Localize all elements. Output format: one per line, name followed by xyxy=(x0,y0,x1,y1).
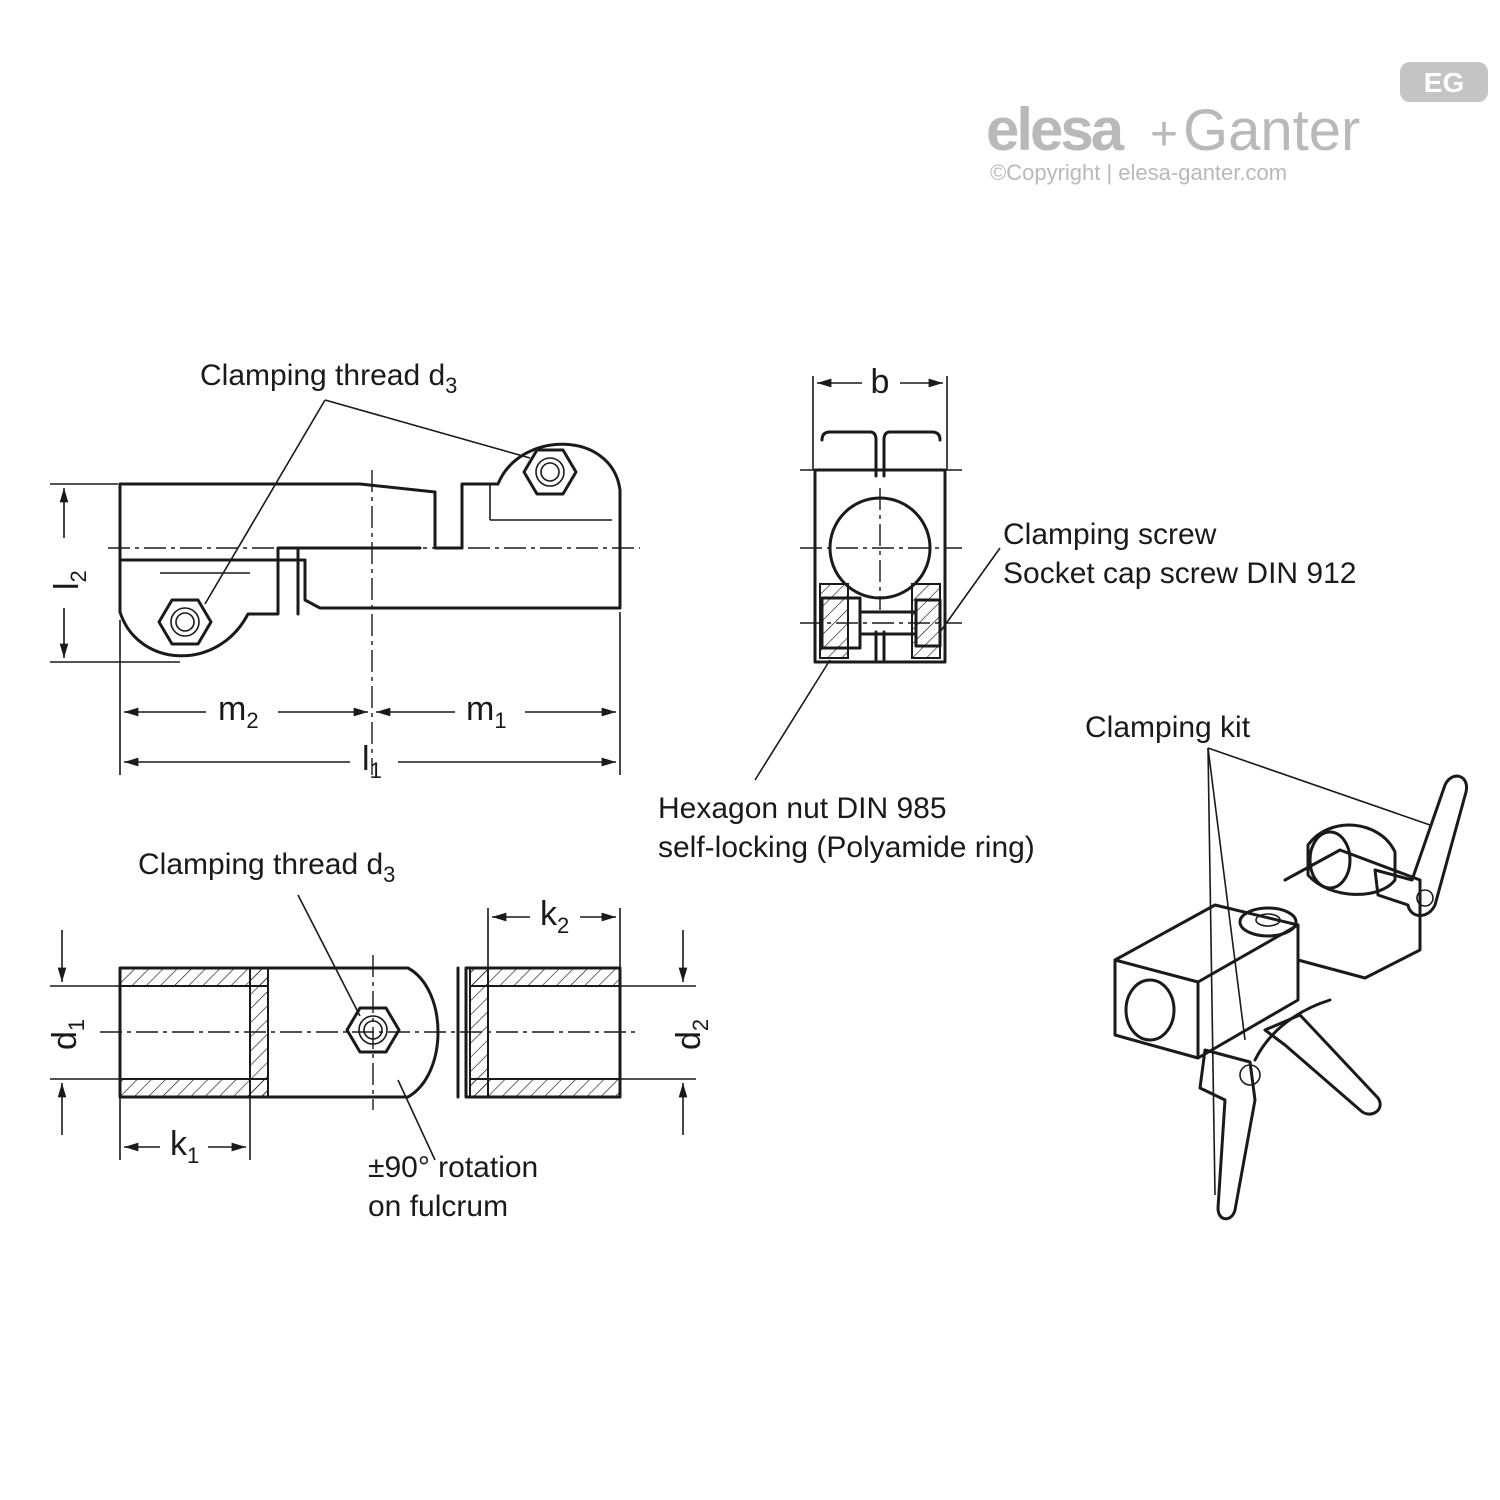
isometric-clamp-drawing: Clamping kit xyxy=(1085,711,1469,1221)
leader-clamping-thread-2 xyxy=(324,399,531,459)
leader-clamping-kit-1 xyxy=(1207,747,1216,1196)
end-view-right-tab xyxy=(882,430,942,478)
iso-lever-collar xyxy=(1253,998,1332,1062)
dim-label-b: b xyxy=(871,363,890,401)
iso-lever-bottom-icon xyxy=(1198,1048,1257,1221)
leader-clamping-thread-bottom xyxy=(297,894,361,1017)
end-view-left-tab xyxy=(820,430,878,478)
eg-badge xyxy=(1400,62,1488,102)
iso-main-block xyxy=(1113,903,1300,1060)
hatch-right-top xyxy=(469,967,621,987)
iso-lever-mid-icon xyxy=(1263,1013,1382,1116)
brand-ganter: Ganter xyxy=(1183,98,1360,163)
end-view: b Clamping screw Socket cap screw DIN 91… xyxy=(658,363,1356,864)
dim-label-l2: l2 xyxy=(48,570,91,590)
label-self-locking: self-locking (Polyamide ring) xyxy=(658,831,1035,864)
iso-lever-top-icon xyxy=(1373,774,1469,917)
label-socket-cap-screw: Socket cap screw DIN 912 xyxy=(1003,557,1356,590)
dim-label-d2: d2 xyxy=(670,1019,713,1050)
label-clamping-thread-top: Clamping thread d3 xyxy=(200,359,457,398)
iso-second-cylinder-face xyxy=(1308,830,1352,890)
label-hexagon-nut: Hexagon nut DIN 985 xyxy=(658,792,947,825)
upper-body-outline xyxy=(118,442,622,610)
iso-lever-bottom-pin xyxy=(1239,1064,1261,1086)
side-view: Clamping thread d3 l2 m2 m1 l1 xyxy=(48,359,640,783)
leader-rotation xyxy=(397,1079,436,1161)
iso-second-block xyxy=(1283,848,1422,980)
hex-nut-bottom-icon xyxy=(157,598,213,646)
iso-lever-top-pin xyxy=(1416,889,1434,907)
section-view: Clamping thread d3 ±90° rotation on fulc… xyxy=(46,848,713,1223)
iso-pivot xyxy=(1238,906,1298,938)
label-clamping-screw: Clamping screw xyxy=(1003,518,1217,551)
dim-label-k2: k2 xyxy=(540,895,569,938)
brand-plus: + xyxy=(1150,108,1178,161)
hex-nut-top-icon xyxy=(522,448,578,496)
leader-clamping-thread-1 xyxy=(204,399,326,605)
iso-bore xyxy=(1124,978,1176,1042)
iso-block-edge-top xyxy=(1113,923,1300,984)
brand-elesa: elesa xyxy=(986,96,1125,163)
label-fulcrum: on fulcrum xyxy=(368,1190,508,1223)
leader-clamping-kit-2 xyxy=(1207,747,1246,1041)
hatch-left-top xyxy=(119,967,269,987)
lower-body-outline xyxy=(118,482,300,658)
dim-label-m1: m1 xyxy=(466,690,507,733)
dim-label-l1: l1 xyxy=(362,740,382,783)
label-clamping-thread-bottom: Clamping thread d3 xyxy=(138,848,395,887)
copyright-text: ©Copyright | elesa-ganter.com xyxy=(990,160,1287,185)
eg-badge-text: EG xyxy=(1424,67,1464,98)
leader-clamping-kit-3 xyxy=(1207,747,1431,826)
iso-pivot-hole xyxy=(1255,913,1281,927)
hatch-left-bottom xyxy=(119,1078,269,1098)
brand-logo: EG elesa + Ganter ©Copyright | elesa-gan… xyxy=(986,62,1488,185)
dim-label-d1: d1 xyxy=(46,1019,89,1050)
hatch-left xyxy=(819,583,849,659)
label-rotation: ±90° rotation xyxy=(368,1151,538,1184)
dim-label-k1: k1 xyxy=(170,1125,199,1168)
section-left-body xyxy=(118,966,440,1099)
hatch-right-bottom xyxy=(469,1078,621,1098)
leader-hex-nut xyxy=(754,659,831,781)
label-clamping-kit: Clamping kit xyxy=(1085,711,1251,744)
leader-clamping-screw xyxy=(939,547,1001,633)
dim-label-m2: m2 xyxy=(218,690,259,733)
